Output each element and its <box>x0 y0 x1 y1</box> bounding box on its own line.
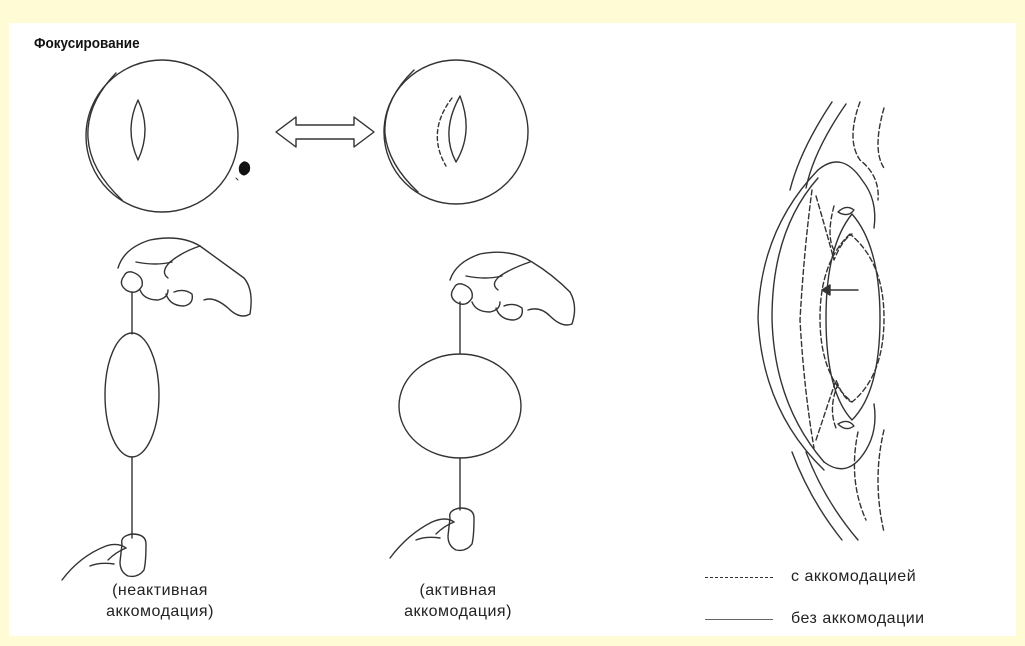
lens-elongated <box>105 333 159 457</box>
hand-bottom-left <box>62 534 146 580</box>
dashed-line-swatch <box>705 577 773 578</box>
legend-dashed: с аккомодацией <box>705 568 916 586</box>
caption-inactive-accommodation: (неактивная аккомодация) <box>80 580 240 622</box>
double-arrow-icon <box>276 117 374 147</box>
eye-accommodated <box>384 60 528 204</box>
hand-top-left <box>118 238 251 316</box>
legend-solid: без аккомодации <box>705 610 925 628</box>
caption-inactive-text: (неактивная аккомодация) <box>106 582 214 620</box>
eye-relaxed <box>86 60 249 212</box>
legend-dashed-label: с аккомодацией <box>791 568 916 586</box>
hand-bottom-middle <box>390 508 474 558</box>
hand-top-middle <box>450 252 575 325</box>
solid-line-swatch <box>705 619 773 620</box>
lens-rounded <box>399 354 521 458</box>
eye-cross-section <box>758 102 884 540</box>
legend-solid-label: без аккомодации <box>791 610 925 628</box>
caption-active-accommodation: (активная аккомодация) <box>378 580 538 622</box>
caption-active-text: (активная аккомодация) <box>404 582 512 620</box>
